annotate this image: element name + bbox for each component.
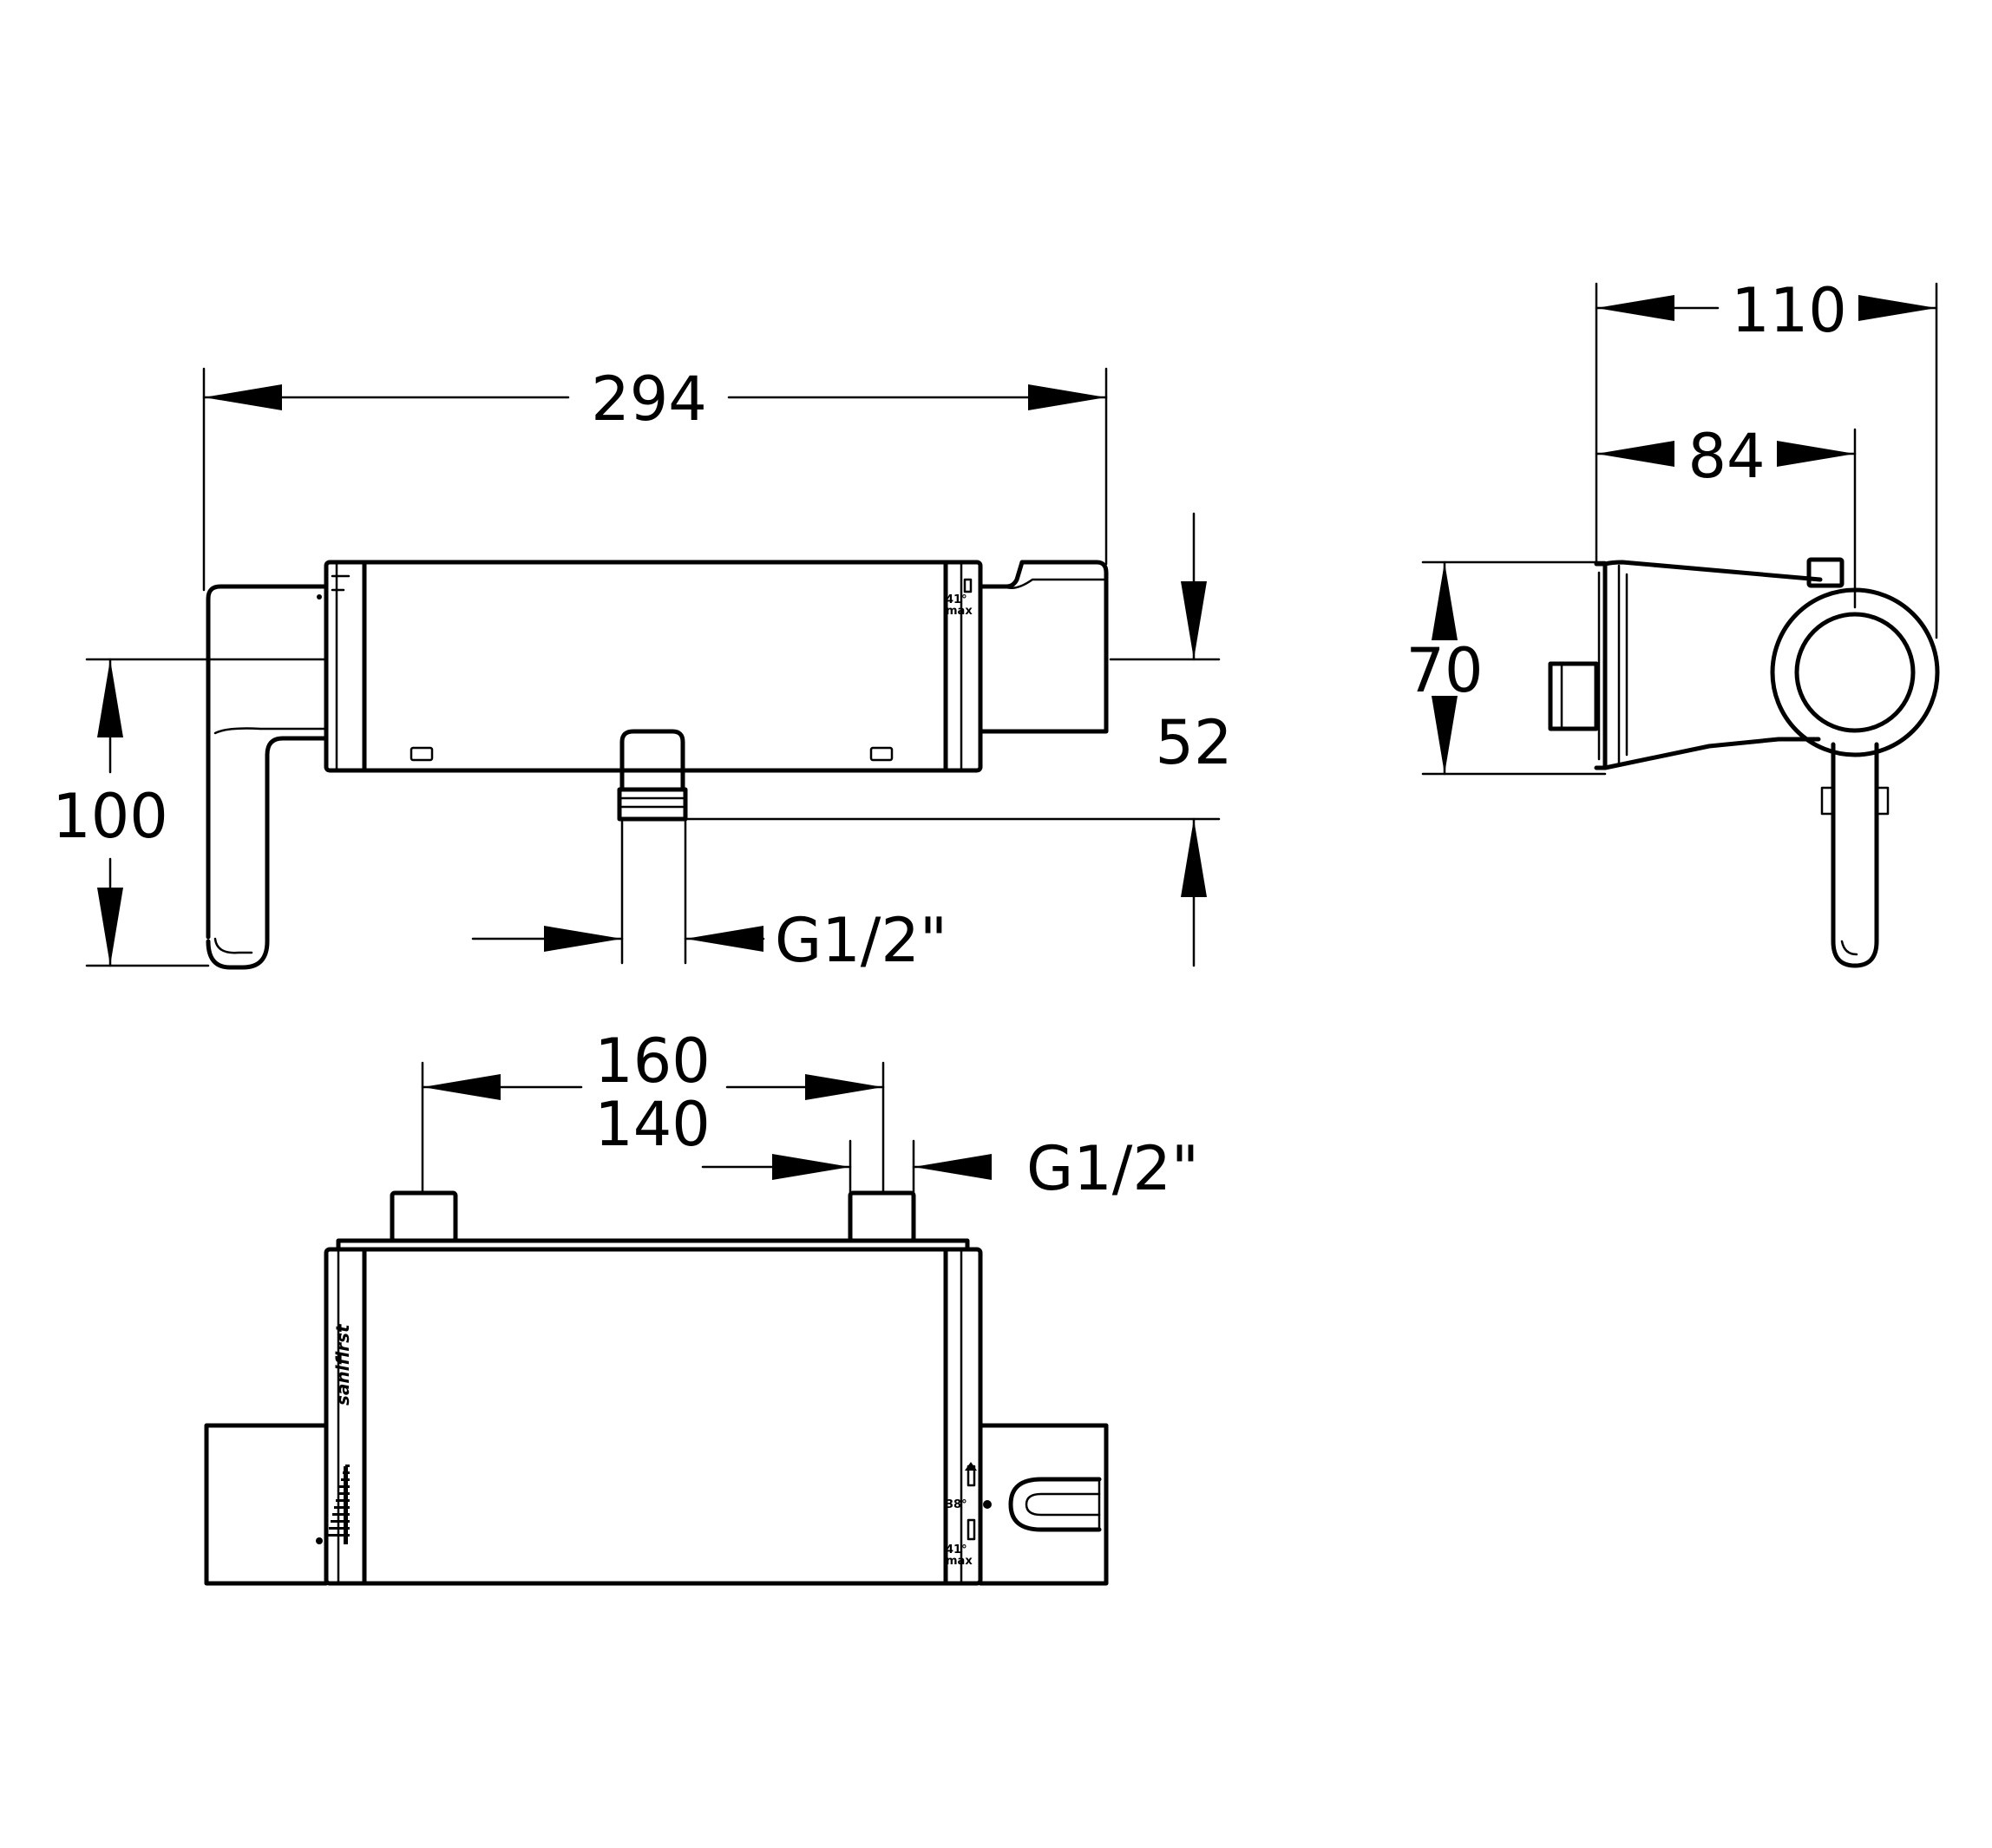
- dot-icon: [317, 594, 322, 600]
- arrow-icon: [1432, 562, 1458, 640]
- arrow-icon: [1181, 581, 1207, 659]
- housing-bottom: [1602, 737, 1821, 770]
- temp-limit-sub: max: [946, 605, 973, 618]
- arrow-icon: [772, 1154, 850, 1180]
- knob-slot: [1008, 1477, 1102, 1532]
- knob-ring: [1770, 587, 1940, 757]
- arrow-icon: [544, 926, 622, 952]
- side-view: 110 84 70: [1406, 275, 1940, 968]
- temperature-scale-icon: [327, 1465, 350, 1544]
- temp-default-label: 38°: [946, 1498, 967, 1511]
- arrow-icon: [423, 1074, 501, 1100]
- dim-front-width: 294: [591, 364, 707, 435]
- knob-detail: [1003, 578, 1108, 589]
- down-arrow-icon: [967, 1518, 976, 1541]
- temp-limit-label: 41°: [946, 593, 967, 606]
- slot-icon: [410, 746, 434, 762]
- temp-limit-label-bottom: 41°: [946, 1543, 967, 1556]
- housing-top: [1602, 560, 1823, 582]
- lever-clip: [1820, 786, 1835, 816]
- top-nub: [1806, 557, 1845, 588]
- dim-side-depth-axis: 84: [1687, 421, 1765, 492]
- dim-side-depth-total: 110: [1731, 275, 1847, 346]
- lever-detail: [1840, 940, 1858, 956]
- temp-limit-sub-bottom: max: [946, 1555, 973, 1568]
- arrow-icon: [1596, 441, 1674, 467]
- outlet-body: [619, 729, 685, 792]
- dim-inlet-spacing-min: 140: [594, 1089, 711, 1160]
- lever-arm: [1831, 742, 1879, 968]
- top-knob: [978, 1423, 1109, 1586]
- arrow-icon: [1596, 295, 1674, 321]
- arrow-icon: [1858, 295, 1936, 321]
- arrow-icon: [1181, 819, 1207, 897]
- handle-outline: [206, 584, 329, 940]
- dim-inlet-spacing-max: 160: [594, 1026, 711, 1097]
- arrow-icon: [805, 1074, 883, 1100]
- arrow-icon: [914, 1154, 992, 1180]
- back-strip: [336, 1238, 970, 1252]
- inlet-stub: [1548, 661, 1599, 731]
- inlet-connector: [848, 1190, 916, 1243]
- dot-icon: [983, 1500, 992, 1509]
- arrow-up-icon: [965, 1462, 977, 1471]
- inlet-connector: [390, 1190, 458, 1243]
- dim-side-height: 70: [1406, 635, 1483, 706]
- body-marker: [331, 574, 351, 592]
- housing-detail: [1617, 564, 1628, 765]
- outlet-thread: [617, 787, 688, 822]
- lever-clip: [1875, 786, 1890, 816]
- dim-outlet-thread: G1/2": [775, 905, 947, 976]
- top-body: [324, 1247, 983, 1586]
- arrow-icon: [1777, 441, 1855, 467]
- handle-detail: [213, 937, 253, 954]
- slot-icon: [869, 746, 894, 762]
- arrow-icon: [1432, 696, 1458, 774]
- small-arrow-icon: [963, 578, 973, 593]
- handle-grip: [206, 736, 329, 970]
- handle-detail: [213, 727, 328, 735]
- dot-icon: [316, 1537, 323, 1544]
- arrow-icon: [204, 384, 282, 410]
- top-handle: [204, 1423, 329, 1586]
- arrow-icon: [685, 926, 763, 952]
- mixer-body: [324, 560, 983, 773]
- knob-slot-inner: [1025, 1492, 1101, 1517]
- knob-inner: [1794, 612, 1916, 733]
- arrow-icon: [97, 659, 123, 737]
- dim-front-height: 100: [52, 781, 168, 852]
- top-view: 160 140 G1/2" sanifirst: [204, 1026, 1199, 1586]
- brand-logo: sanifirst: [332, 1323, 353, 1406]
- arrow-icon: [1028, 384, 1106, 410]
- dim-outlet-offset: 52: [1155, 707, 1232, 778]
- knob-outline: [978, 560, 1109, 734]
- front-view: 294 41° max: [52, 364, 1232, 976]
- dim-inlet-thread: G1/2": [1026, 1133, 1199, 1204]
- arrow-icon: [97, 888, 123, 966]
